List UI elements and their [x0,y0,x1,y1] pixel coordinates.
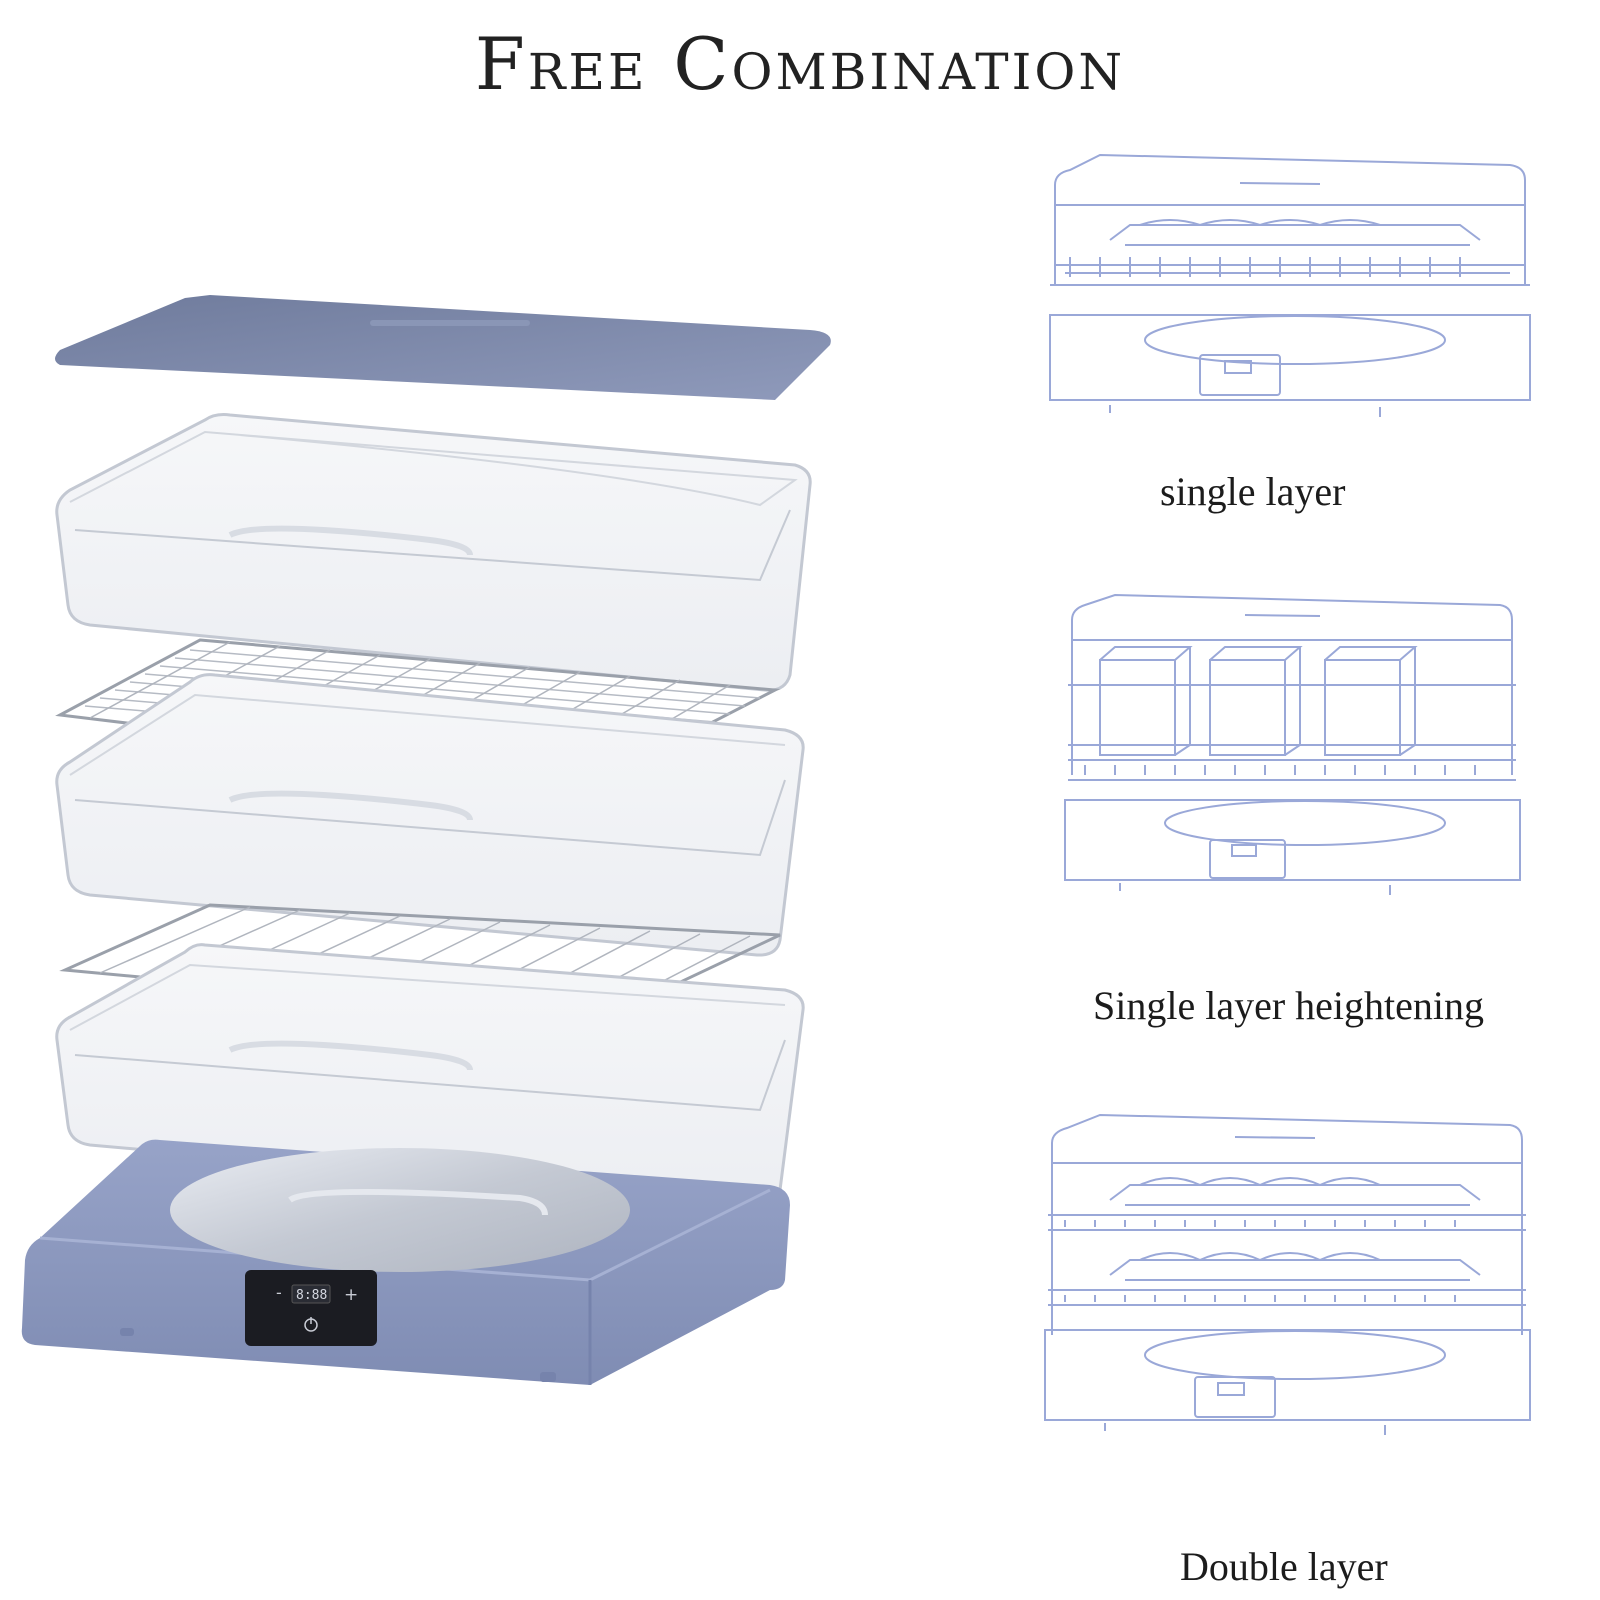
exploded-dehydrator-illustration: - 8:88 + [21,295,831,1385]
minus-button-glyph[interactable]: - [276,1283,282,1302]
dehydrator-double-layer-drawing [1044,1113,1531,1435]
heating-base: - 8:88 + [21,1139,790,1385]
dehydrator-heightened-drawing [1064,593,1521,895]
dehydrator-single-layer-drawing [1049,153,1531,417]
tray-bottom [55,943,805,1206]
caption-single-layer-heightening: Single layer heightening [1093,983,1485,1028]
tray-top [55,413,812,692]
page-title: Free Combination [474,22,1126,106]
lid [55,295,831,400]
caption-single-layer: single layer [1160,469,1346,514]
control-panel: - 8:88 + [245,1270,377,1346]
plus-button-glyph[interactable]: + [344,1285,358,1305]
timer-display: 8:88 [296,1288,327,1303]
caption-double-layer: Double layer [1180,1544,1388,1589]
tray-middle [55,673,805,957]
